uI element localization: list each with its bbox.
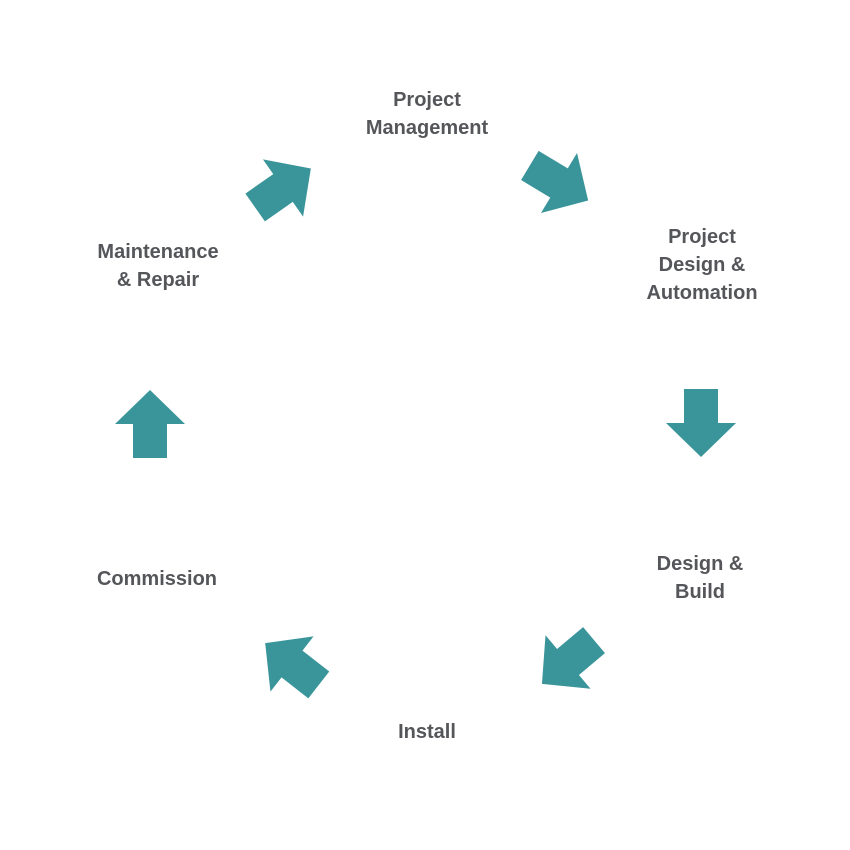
stage-commission-label: Commission [96,568,218,590]
stage-design-build-label: Design & Build [656,553,744,603]
stage-project-management-label: Project Management [365,89,489,139]
stage-maintenance-repair-label: Maintenance & Repair [97,241,219,291]
stage-install-label: Install [398,721,456,743]
stage-project-design-automation-label: Project Design & Automation [646,226,758,304]
